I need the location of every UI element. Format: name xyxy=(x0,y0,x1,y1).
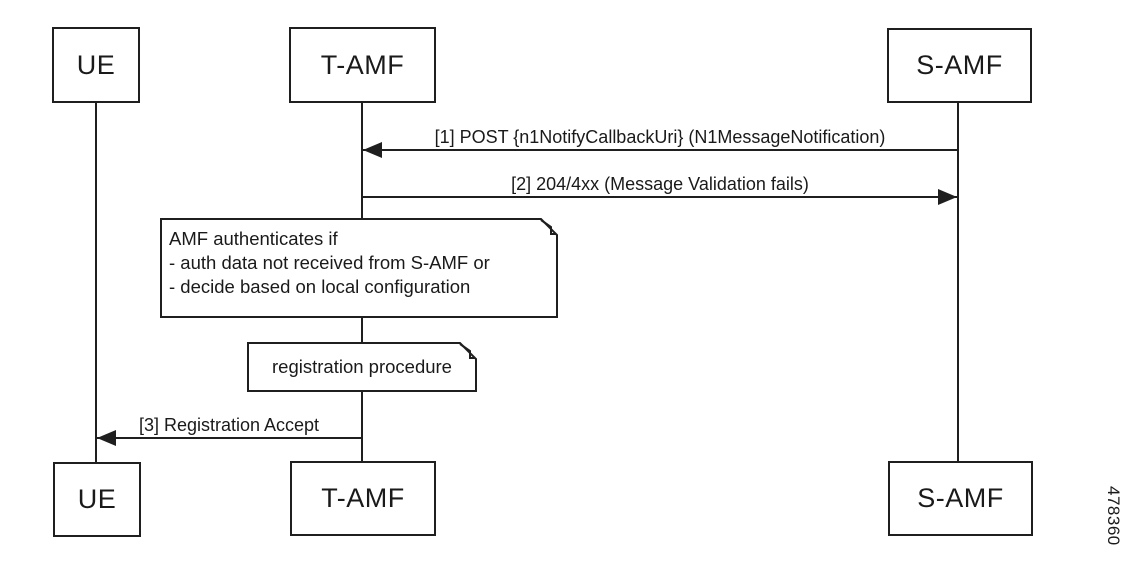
lifeline-ue xyxy=(95,103,97,462)
note-authentication: AMF authenticates if - auth data not rec… xyxy=(160,218,558,318)
message-1-label: [1] POST {n1NotifyCallbackUri} (N1Messag… xyxy=(434,127,886,147)
note-registration-procedure: registration procedure xyxy=(247,342,477,392)
actor-label-ue-top: UE xyxy=(76,49,116,80)
note-authentication-line-1: AMF authenticates if xyxy=(169,228,338,249)
actor-box-s-amf-bottom: S-AMF xyxy=(888,461,1033,536)
actor-box-ue-bottom: UE xyxy=(53,462,141,537)
actor-box-ue-top: UE xyxy=(52,27,140,103)
actor-label-s-amf-top: S-AMF xyxy=(916,50,1003,80)
actor-label-s-amf-bottom: S-AMF xyxy=(917,483,1004,513)
message-3-label: [3] Registration Accept xyxy=(138,415,320,435)
actor-label-t-amf-bottom: T-AMF xyxy=(321,483,405,513)
actor-box-t-amf-bottom: T-AMF xyxy=(290,461,436,536)
note-registration-shape xyxy=(247,342,477,392)
actor-box-t-amf-top: T-AMF xyxy=(289,27,436,103)
message-1-line xyxy=(362,149,958,151)
note-fold-icon xyxy=(540,219,556,235)
actor-label-t-amf-top: T-AMF xyxy=(320,49,405,80)
message-2-label: [2] 204/4xx (Message Validation fails) xyxy=(511,174,809,194)
message-2-arrowhead-icon xyxy=(938,189,957,205)
actor-box-s-amf-top: S-AMF xyxy=(887,28,1032,103)
note-authentication-line-3: - decide based on local configuration xyxy=(169,276,471,297)
message-1-arrowhead-icon xyxy=(363,142,382,158)
note-registration-line-1: registration procedure xyxy=(272,356,452,377)
note-authentication-shape xyxy=(160,218,558,318)
message-3-line xyxy=(96,437,362,439)
message-2-line xyxy=(362,196,958,198)
figure-number: 478360 xyxy=(1104,486,1123,546)
message-3-arrowhead-icon xyxy=(97,430,116,446)
lifeline-s-amf xyxy=(957,102,959,462)
note-fold-icon xyxy=(459,343,475,359)
actor-label-ue-bottom: UE xyxy=(77,484,117,514)
note-authentication-line-2: - auth data not received from S-AMF or xyxy=(169,252,490,273)
